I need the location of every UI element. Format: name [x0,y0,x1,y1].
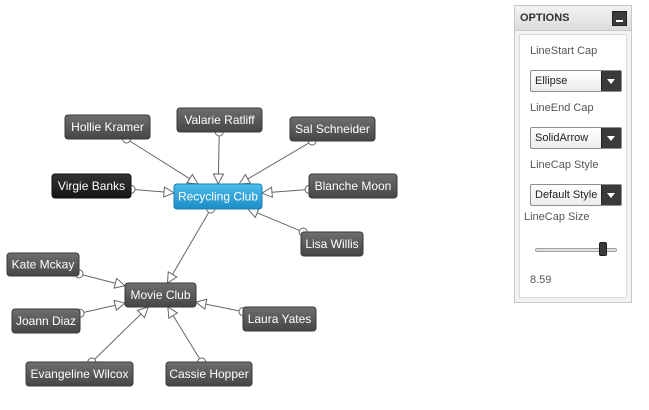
node-box[interactable] [242,306,317,332]
node-movie[interactable]: Movie Club [124,282,197,308]
node-label: Laura Yates [248,312,312,326]
connector-line[interactable] [257,212,300,231]
line-end-arrow-cap [167,306,179,319]
connector-line[interactable] [247,142,309,180]
line-cap-size-slider-thumb[interactable] [598,242,607,256]
node-box[interactable] [51,173,132,199]
line-start-cap-value: Ellipse [535,75,568,87]
node-box[interactable] [124,282,197,308]
node-box[interactable] [289,116,376,142]
options-panel: OPTIONS LineStart Cap Ellipse LineEnd Ca… [514,5,632,303]
node-valarie[interactable]: Valarie Ratliff [176,107,263,133]
line-end-arrow-cap [212,173,225,186]
line-end-arrow-cap [113,277,127,289]
line-end-arrow-cap [186,173,200,185]
node-box[interactable] [173,183,263,210]
line-cap-style-value: Default Style [535,189,598,201]
node-recycling[interactable]: Recycling Club [173,183,263,210]
line-end-arrow-cap [246,207,260,219]
node-label: Recycling Club [178,190,258,204]
connector-sal-recycling[interactable] [238,136,317,185]
chevron-down-icon[interactable] [601,128,621,148]
connector-line[interactable] [271,189,306,193]
node-label: Hollie Kramer [71,120,144,134]
connector-line[interactable] [217,135,220,175]
node-box[interactable] [176,107,263,133]
connector-line[interactable] [94,313,142,360]
line-cap-style-dropdown[interactable]: Default Style [530,184,622,206]
node-label: Virgie Banks [58,179,125,193]
node-label: Blanche Moon [315,179,392,193]
connector-line[interactable] [82,274,116,284]
line-end-arrow-cap [113,299,127,312]
line-end-cap-label: LineEnd Cap [530,102,594,114]
line-start-cap-label: LineStart Cap [530,45,598,57]
line-end-arrow-cap [163,186,176,198]
line-cap-size-value: 8.59 [530,274,552,286]
connector-recycling-movie[interactable] [166,204,216,284]
line-end-arrow-cap [136,306,149,319]
minimize-icon[interactable] [612,10,627,26]
node-box[interactable] [165,361,253,387]
node-label: Valarie Ratliff [184,113,255,127]
node-cassie[interactable]: Cassie Hopper [165,361,253,387]
connector-virgie-recycling[interactable] [126,184,176,198]
node-label: Kate Mckay [12,258,75,272]
node-kate[interactable]: Kate Mckay [6,252,80,277]
node-evangeline[interactable]: Evangeline Wilcox [25,361,134,387]
line-end-cap-dropdown[interactable]: SolidArrow [530,127,622,149]
node-sal[interactable]: Sal Schneider [289,116,376,142]
line-end-arrow-cap [238,173,252,185]
connector-evangeline-movie[interactable] [87,306,149,367]
line-cap-size-slider-track[interactable] [535,248,617,252]
node-box[interactable] [308,173,398,199]
node-lisa[interactable]: Lisa Willis [300,231,364,257]
connector-line[interactable] [172,212,210,275]
node-label: Evangeline Wilcox [30,367,128,381]
connector-line[interactable] [83,304,116,313]
connector-line[interactable] [134,189,165,193]
options-header: OPTIONS [515,6,631,31]
connector-joann-movie[interactable] [75,299,127,318]
line-cap-style-label: LineCap Style [530,159,599,171]
line-end-arrow-cap [260,186,273,199]
node-label: Sal Schneider [295,122,370,136]
line-end-cap-value: SolidArrow [535,132,589,144]
node-box[interactable] [64,114,151,140]
connector-valarie-recycling[interactable] [212,127,225,186]
node-label: Movie Club [130,288,190,302]
connector-blanche-recycling[interactable] [260,184,314,199]
node-virgie[interactable]: Virgie Banks [51,173,132,199]
node-box[interactable] [25,361,134,387]
options-body: LineStart Cap Ellipse LineEnd Cap SolidA… [519,34,627,298]
connector-cassie-movie[interactable] [167,306,207,367]
line-end-arrow-cap [166,271,178,284]
connector-line[interactable] [172,315,200,359]
node-label: Lisa Willis [305,237,358,251]
chevron-down-icon[interactable] [601,71,621,91]
chevron-down-icon[interactable] [601,185,621,205]
node-laura[interactable]: Laura Yates [242,306,317,332]
connector-line[interactable] [129,140,190,180]
line-start-cap-dropdown[interactable]: Ellipse [530,70,622,92]
line-cap-size-label: LineCap Size [524,211,590,223]
line-end-arrow-cap [194,298,208,310]
connector-line[interactable] [205,303,240,312]
node-blanche[interactable]: Blanche Moon [308,173,398,199]
options-title: OPTIONS [520,12,570,24]
node-joann[interactable]: Joann Diaz [11,308,81,334]
node-box[interactable] [300,231,364,257]
connector-lisa-recycling[interactable] [246,207,308,237]
node-label: Cassie Hopper [169,367,248,381]
node-box[interactable] [11,308,81,334]
node-hollie[interactable]: Hollie Kramer [64,114,151,140]
node-box[interactable] [6,252,80,277]
connector-laura-movie[interactable] [194,298,248,317]
connector-kate-movie[interactable] [74,269,127,289]
connector-hollie-recycling[interactable] [122,134,200,185]
node-label: Joann Diaz [16,314,76,328]
